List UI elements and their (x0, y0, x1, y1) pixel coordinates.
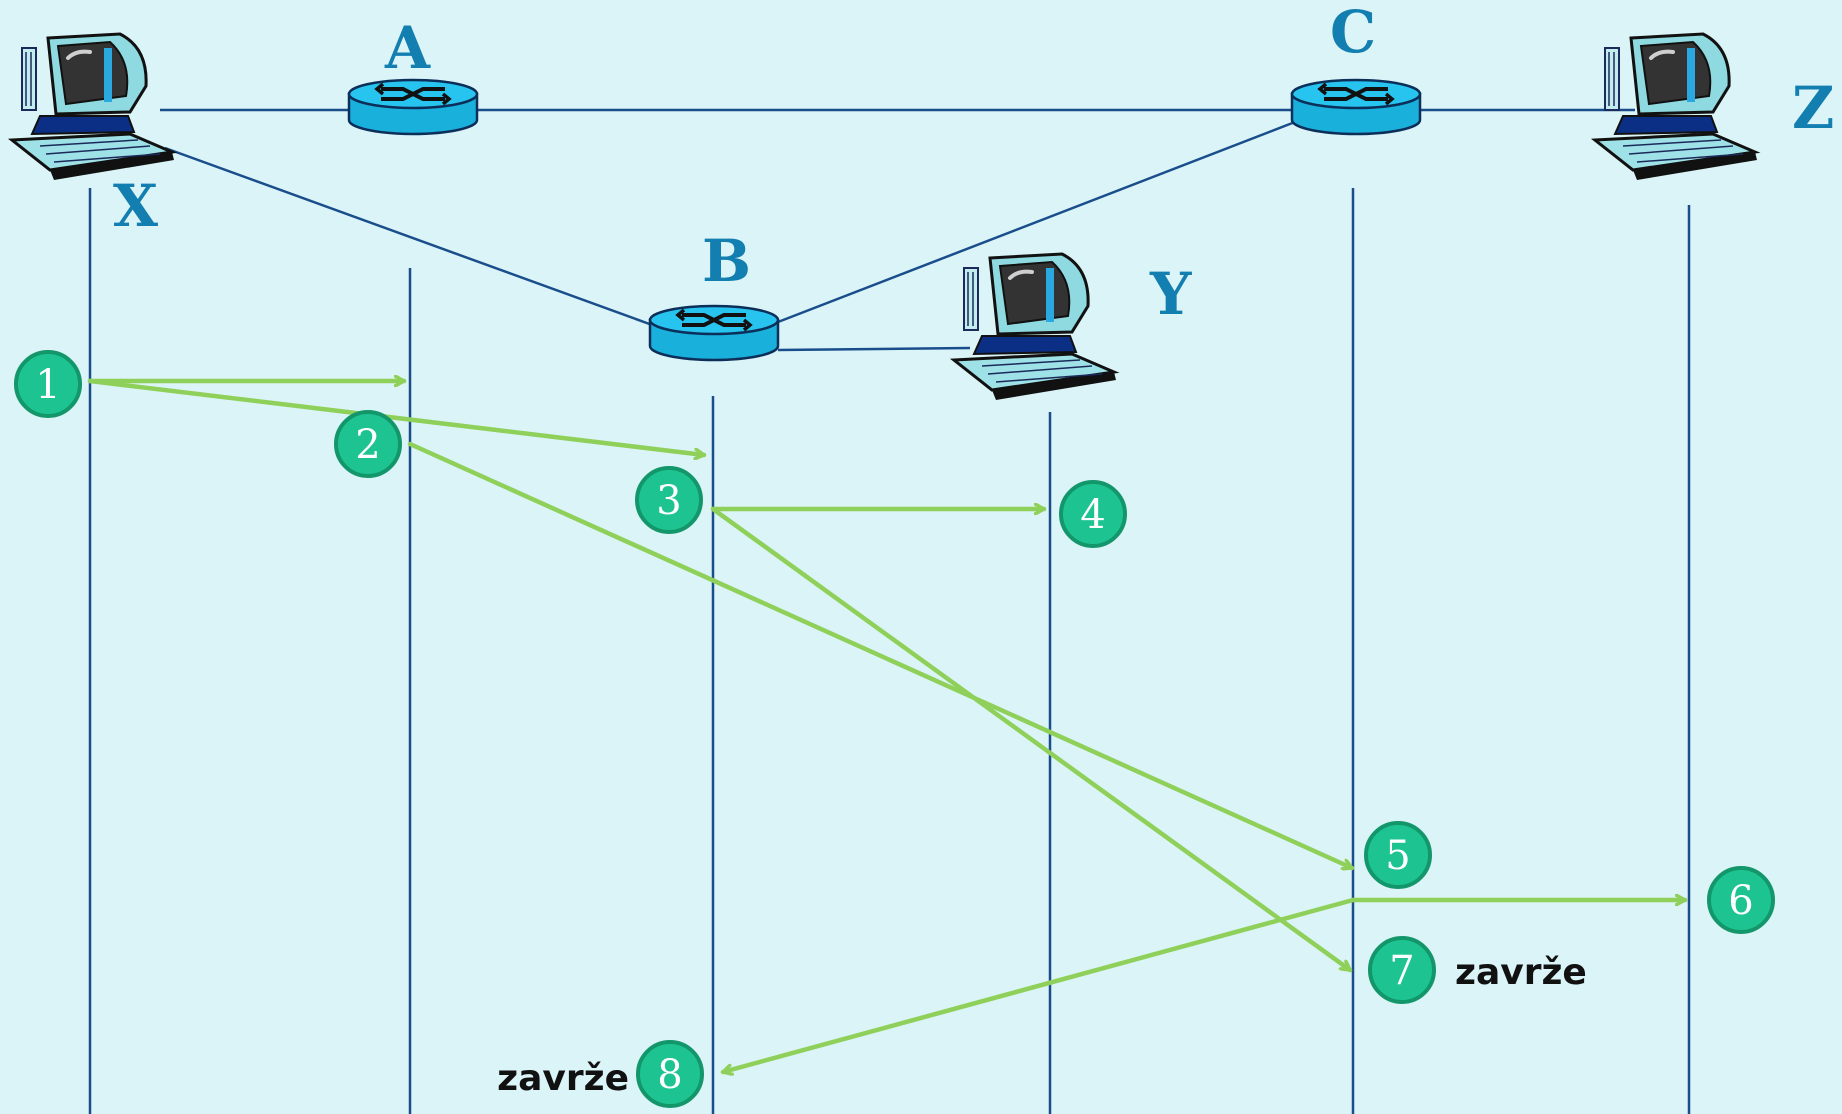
router-c-icon (1290, 78, 1422, 136)
step-number: 1 (35, 362, 60, 408)
host-x-label: X (113, 172, 158, 240)
step-number: 4 (1080, 492, 1105, 538)
host-z: Z (1593, 32, 1834, 182)
step-markers: 1 2 3 4 5 6 7 8 (14, 350, 1775, 1108)
computer-z-icon (1593, 32, 1759, 182)
arrow-c-to-b (723, 897, 1356, 1072)
network-links (160, 108, 1635, 352)
arrow-x-to-b (87, 378, 704, 455)
step-marker-1: 1 (14, 350, 82, 418)
step-marker-3: 3 (635, 466, 703, 534)
discard-note-7: zavrže (1455, 952, 1587, 993)
step-marker-2: 2 (334, 410, 402, 478)
packet-arrows (87, 378, 1688, 1072)
host-x: X (10, 32, 176, 240)
step-marker-4: 4 (1059, 480, 1127, 548)
computer-x-icon (10, 32, 176, 182)
step-marker-7: 7 (1368, 936, 1436, 1004)
step-number: 3 (656, 478, 681, 524)
host-y-label: Y (1149, 260, 1192, 328)
link-b-y (777, 346, 971, 352)
timelines (88, 188, 1691, 1114)
step-number: 7 (1389, 948, 1414, 994)
step-number: 2 (355, 422, 380, 468)
step-number: 6 (1728, 878, 1753, 924)
step-number: 8 (657, 1052, 682, 1098)
router-a-label: A (384, 14, 431, 82)
router-a: A (347, 14, 479, 136)
step-marker-8: 8 (636, 1040, 704, 1108)
router-b-icon (648, 304, 780, 362)
host-z-label: Z (1792, 74, 1834, 142)
router-c: C (1290, 0, 1422, 136)
arrow-b-to-c (710, 506, 1350, 973)
link-x-b (164, 146, 656, 328)
router-c-label: C (1330, 0, 1376, 66)
router-b-label: B (702, 227, 751, 295)
step-marker-6: 6 (1707, 866, 1775, 934)
link-b-c (777, 120, 1296, 324)
step-number: 5 (1385, 833, 1410, 879)
computer-y-icon (952, 252, 1118, 402)
router-b: B (648, 227, 780, 362)
router-a-icon (347, 78, 479, 136)
step-marker-5: 5 (1364, 821, 1432, 889)
host-y: Y (952, 252, 1192, 402)
arrow-a-to-c (407, 441, 1352, 868)
discard-note-8: zavrže (497, 1058, 629, 1099)
